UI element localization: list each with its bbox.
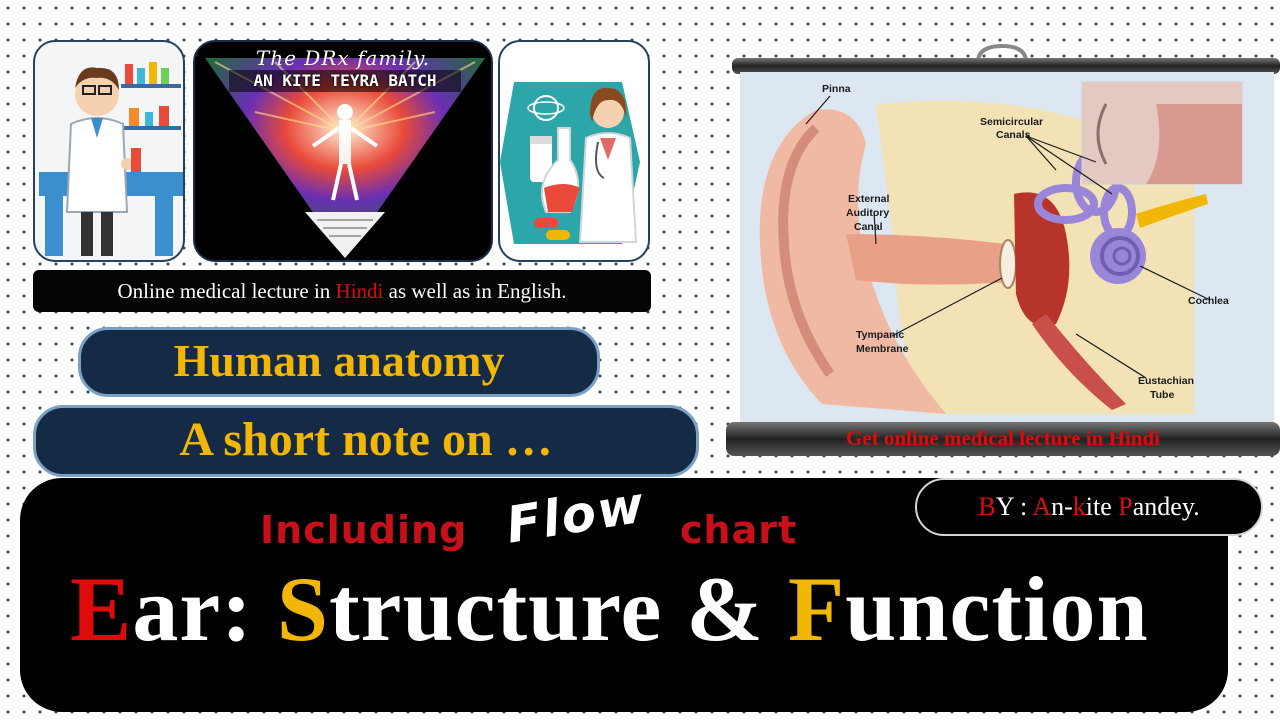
- label-eustachian-2: Tube: [1150, 389, 1174, 401]
- label-cochlea: Cochlea: [1188, 295, 1229, 307]
- batch-family-title: The DRx family.: [255, 46, 431, 70]
- eustachian-tube: [1032, 314, 1126, 410]
- bottom-rod: [726, 422, 1280, 456]
- label-pinna: Pinna: [822, 83, 851, 95]
- human-anatomy-text: Human anatomy: [173, 335, 505, 386]
- label-semicircular-2: Canals: [996, 129, 1031, 141]
- caption-text-after: as well as in English.: [383, 279, 567, 303]
- byline-k: k: [1072, 492, 1086, 521]
- title-letter-e: E: [70, 558, 133, 660]
- label-eustachian-1: Eustachian: [1138, 375, 1194, 387]
- female-doctor-illustration: [500, 82, 640, 244]
- doctor-thumbnail: [33, 40, 185, 262]
- byline-n: n-: [1051, 492, 1073, 521]
- ear-anatomy-diagram: Pinna Semicircular Canals External Audit…: [726, 43, 1280, 456]
- top-rod: [732, 58, 1280, 74]
- ear-canal: [846, 234, 1008, 285]
- short-note-letter-a: A: [179, 413, 212, 466]
- byline-y: Y :: [995, 492, 1033, 521]
- label-semicircular-1: Semicircular: [980, 116, 1043, 128]
- lecture-language-caption: Online medical lecture in Hindi as well …: [33, 270, 651, 312]
- title-part-1: ar:: [132, 558, 277, 660]
- short-note-text: short note on …: [211, 413, 553, 466]
- batch-logo-thumbnail: The DRx family. AN KITE TEYRA BATCH: [193, 40, 493, 262]
- title-part-2: tructure &: [329, 558, 788, 660]
- label-external-3: Canal: [854, 221, 883, 233]
- title-part-3: unction: [845, 558, 1149, 660]
- label-tympanic-1: Tympanic: [856, 329, 904, 341]
- caption-text-before: Online medical lecture in: [117, 279, 336, 303]
- cochlea-shape: [1090, 228, 1146, 284]
- short-note-pill: A short note on …: [33, 405, 699, 477]
- ear-diagram-poster: Pinna Semicircular Canals External Audit…: [726, 43, 1280, 456]
- author-byline: BY : An-kite Pandey.: [915, 478, 1263, 536]
- male-doctor-illustration: [39, 62, 183, 256]
- middle-ear: [1014, 192, 1070, 326]
- main-title: Ear: Structure & Function: [70, 556, 1149, 662]
- caption-text-hindi: Hindi: [335, 279, 384, 303]
- label-external-1: External: [848, 193, 890, 205]
- human-anatomy-pill: Human anatomy: [78, 327, 600, 397]
- chart-word: chart: [680, 508, 798, 552]
- byline-ite: ite: [1085, 492, 1119, 521]
- title-letter-f: F: [787, 558, 846, 660]
- byline-b: B: [978, 492, 996, 521]
- diagram-caption: Get online medical lecture in Hindi: [845, 426, 1160, 450]
- tympanic-membrane: [999, 239, 1017, 289]
- label-tympanic-2: Membrane: [856, 343, 909, 355]
- label-external-2: Auditory: [846, 207, 889, 219]
- including-word: Including: [260, 508, 468, 552]
- byline-a: A: [1032, 492, 1052, 521]
- byline-andey: andey.: [1132, 492, 1200, 521]
- hanger-hook: [976, 43, 1028, 61]
- batch-name-banner: AN KITE TEYRA BATCH: [229, 70, 461, 92]
- female-doctor-thumbnail: [498, 40, 650, 262]
- byline-p: P: [1118, 492, 1133, 521]
- title-letter-s: S: [276, 558, 330, 660]
